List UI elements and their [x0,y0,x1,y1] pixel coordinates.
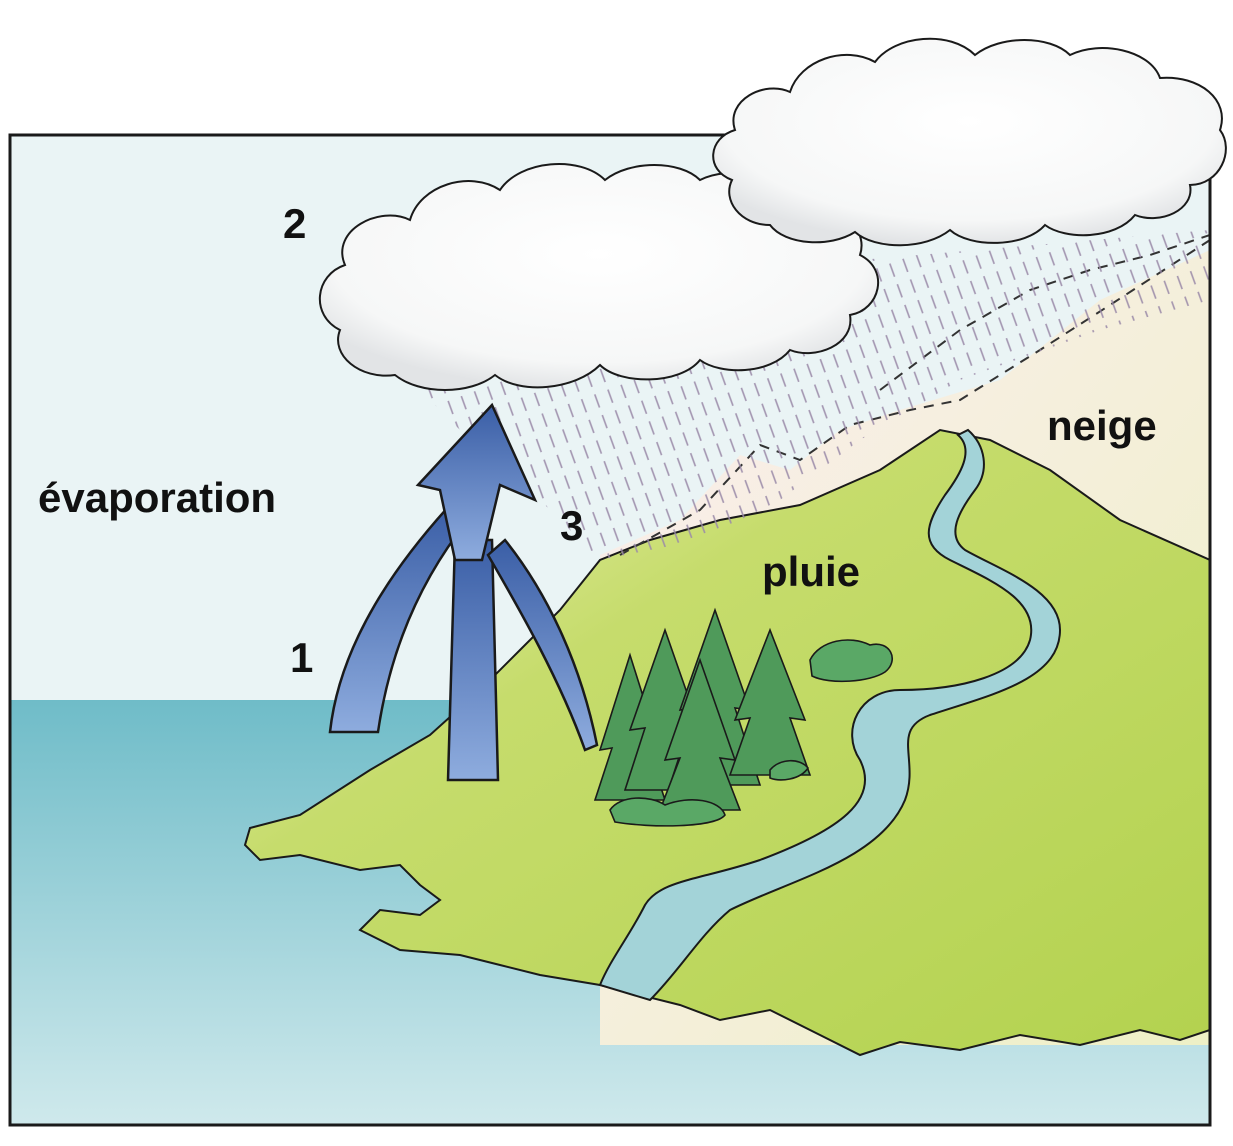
step-3-label: 3 [560,502,583,549]
step-2-label: 2 [283,200,306,247]
tree-icon [593,607,812,811]
cloud-icon [712,37,1227,247]
river-icon [598,428,1062,1002]
frame [8,133,1212,1127]
cloud-icon [318,163,879,391]
evaporation-arrow-icon [328,402,599,782]
bush [809,639,893,683]
snow-label: neige [1047,402,1157,449]
bush [609,797,726,827]
rain [420,230,1210,560]
evaporation-label: évaporation [38,474,276,521]
rain-label: pluie [762,548,860,595]
bush [769,759,809,781]
step-1-label: 1 [290,634,313,681]
forest [593,607,893,827]
